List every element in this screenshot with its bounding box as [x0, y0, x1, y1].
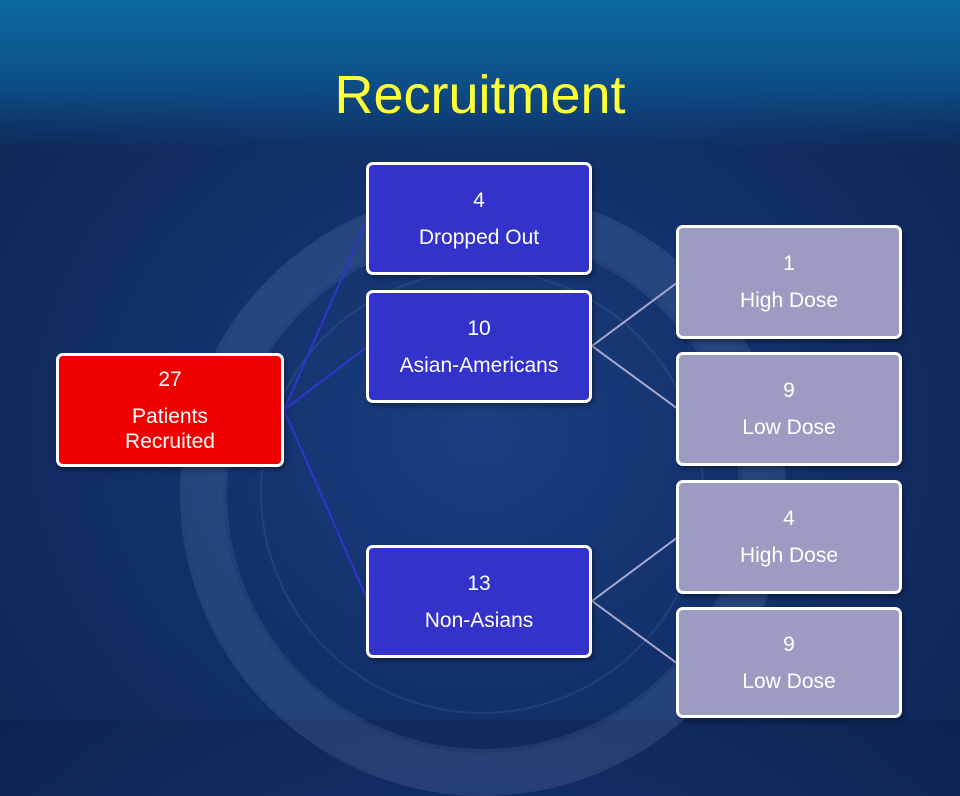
node-nonasian-low-dose: 9 Low Dose: [676, 607, 902, 718]
node-label: High Dose: [739, 544, 839, 567]
node-count: 9: [783, 632, 795, 656]
node-label: Low Dose: [742, 416, 836, 439]
node-asian-americans: 10 Asian-Americans: [366, 290, 592, 403]
node-count: 4: [473, 188, 485, 212]
node-label: Dropped Out: [418, 225, 540, 249]
node-count: 10: [467, 316, 491, 340]
node-label: Non-Asians: [424, 608, 534, 632]
node-label: Patients Recruited: [125, 404, 215, 453]
node-asian-low-dose: 9 Low Dose: [676, 352, 902, 466]
node-count: 1: [783, 252, 795, 275]
node-dropped-out: 4 Dropped Out: [366, 162, 592, 275]
node-label: Asian-Americans: [399, 353, 559, 377]
link-nonasian-low: [591, 600, 679, 665]
connector-lines: [283, 217, 679, 665]
node-nonasian-high-dose: 4 High Dose: [676, 480, 902, 594]
node-label: Low Dose: [742, 669, 836, 693]
node-count: 27: [158, 367, 182, 391]
link-nonasian-high: [591, 536, 679, 602]
node-non-asians: 13 Non-Asians: [366, 545, 592, 658]
link-asian-low: [591, 345, 679, 410]
link-root-asian: [283, 345, 369, 411]
node-label: High Dose: [739, 289, 839, 312]
slide-title: Recruitment: [334, 65, 626, 125]
node-count: 9: [783, 379, 795, 402]
node-count: 4: [783, 507, 795, 530]
node-asian-high-dose: 1 High Dose: [676, 225, 902, 339]
link-asian-high: [591, 281, 679, 347]
node-patients-recruited: 27 Patients Recruited: [56, 353, 284, 467]
header-band: [0, 0, 960, 150]
link-root-nonasian: [283, 409, 369, 602]
link-root-dropped: [283, 217, 369, 411]
node-count: 13: [467, 571, 491, 595]
